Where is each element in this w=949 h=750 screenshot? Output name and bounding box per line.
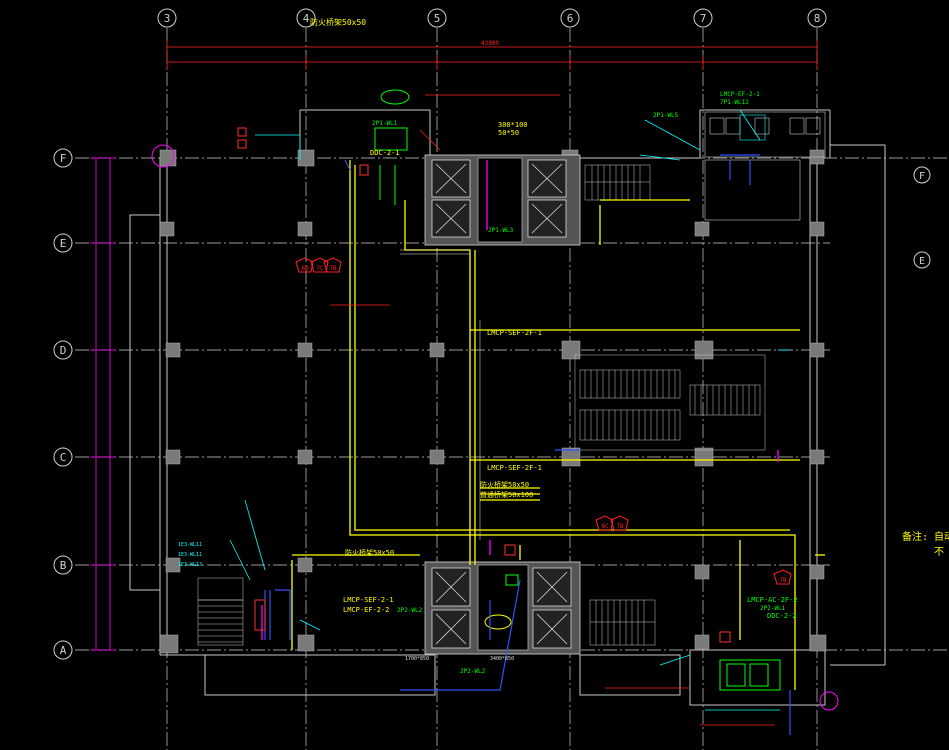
wl13-label: 1E3-WL13: [178, 562, 202, 568]
bubble-label-C: C: [60, 451, 67, 464]
tag-ellipse-south: [484, 614, 512, 630]
tray-main-loop: [349, 160, 796, 690]
tag-ellipse-top: [380, 89, 410, 105]
elevator-core-north: [424, 154, 581, 246]
red-tags: [295, 257, 792, 585]
bubble-B: [53, 555, 73, 575]
ddc-2-2-label: DDC-2-2: [767, 612, 797, 620]
bubble-8: [807, 8, 827, 28]
tag-6c-text: 6C: [601, 523, 609, 530]
green-equipment: [374, 89, 781, 691]
wl1-label: 2P1-WL1: [372, 120, 398, 127]
lmcp-sef-2f-1-top: LMCP-SEF-2F-1: [487, 329, 542, 337]
panel-ddc-2-1: [374, 127, 408, 151]
red-equipment: [237, 127, 731, 643]
bubble-F: [53, 148, 73, 168]
wl11-b-label: 1E3-WL11: [178, 552, 202, 558]
bubble-label-3: 3: [164, 12, 171, 25]
bubble-label-A: A: [60, 644, 67, 657]
dimension-total: 42000: [481, 40, 499, 47]
dimension-lines-top: [166, 40, 818, 70]
duct-300-label: 300*100: [498, 121, 528, 129]
wl3-label: 2P1-WL3: [488, 227, 514, 234]
yellow-cable-trays: [291, 160, 825, 690]
tag-6b-text: 6B: [301, 265, 309, 272]
bubble-right-E: [913, 251, 931, 269]
duct-50-label: 50*50: [498, 129, 519, 137]
top-tray-label: 防火桥架50x50: [310, 17, 366, 27]
ddc-2-1-label: DDC-2-1: [370, 149, 400, 157]
bubble-label-right-E: E: [919, 256, 925, 267]
bubble-label-4: 4: [303, 12, 310, 25]
bubble-label-F: F: [60, 152, 67, 165]
bubble-4: [296, 8, 316, 28]
lmcp-ac-2f-label: LMCP-AC-2F-2: [747, 596, 798, 604]
wl2-b-label: 2P2-WL2: [460, 668, 486, 675]
bubble-C: [53, 447, 73, 467]
bubble-E: [53, 233, 73, 253]
wl2-label: 2P2-WL2: [397, 607, 423, 614]
toilets-north-east: [704, 111, 826, 221]
dim-3400-label: 3400*850: [490, 656, 514, 662]
column-bubbles: [53, 8, 931, 660]
panel-ddc-2-2: [719, 659, 781, 691]
stair-south-mid: [589, 599, 656, 646]
bubble-7: [693, 8, 713, 28]
bubble-label-8: 8: [814, 12, 821, 25]
tag-7b-east-text: 7B: [779, 577, 787, 584]
bubble-label-6: 6: [567, 12, 574, 25]
south-east-room: [689, 649, 826, 706]
tray-50x50-b-label: 防火桥架50x50: [345, 548, 394, 557]
note-label: 备注: 自动: [902, 530, 949, 543]
bubble-A: [53, 640, 73, 660]
escalators: [574, 354, 766, 451]
tray-50x100-label: 普通桥架50x100: [480, 490, 533, 499]
note-label-2: 不: [934, 547, 944, 558]
lmcp-sef-2f-1-mid: LMCP-SEF-2F-1: [487, 464, 542, 472]
bubble-label-B: B: [60, 559, 67, 572]
cyan-wiring: [229, 109, 790, 711]
white-tray-lines: [400, 249, 481, 540]
bubble-label-7: 7: [700, 12, 707, 25]
magenta-circles: [151, 144, 839, 711]
bubble-label-E: E: [60, 237, 67, 250]
tag-7b-east: [773, 569, 792, 585]
magenta-lines: [261, 160, 779, 640]
bubble-5: [427, 8, 447, 28]
bubble-right-F: [913, 166, 931, 184]
wl5-label: 2P1-WL5: [653, 112, 679, 119]
tag-7b-text: 7B: [329, 265, 337, 272]
wl1-b-label: 2P2-WL1: [760, 605, 786, 612]
structural-columns: [159, 149, 827, 654]
bubble-6: [560, 8, 580, 28]
bubble-label-right-F: F: [919, 171, 925, 182]
bubble-label-5: 5: [434, 12, 441, 25]
tag-7b-mid: [610, 515, 629, 531]
bubble-3: [157, 8, 177, 28]
lmcp-ef-2-2-label: LMCP-EF-2-2: [343, 606, 389, 614]
south-west-balcony: [204, 654, 436, 696]
bubble-D: [53, 340, 73, 360]
dim-1700-label: 1700*850: [405, 656, 429, 662]
lmcp-sef-2-1-label: LMCP-SEF-2-1: [343, 596, 394, 604]
red-leader-lines: [330, 94, 775, 726]
elevator-core-south: [424, 561, 581, 655]
dimension-lines-left: [90, 157, 116, 651]
tag-7c-text: 7C: [316, 265, 324, 272]
wl11-label: 1E3-WL11: [178, 542, 202, 548]
bubble-label-D: D: [60, 344, 67, 357]
lmcp-ef-2-1-label: LMCP-EF-2-1: [720, 91, 760, 98]
tag-7b-mid-text: 7B: [616, 523, 624, 530]
south-mid-balcony: [579, 654, 681, 696]
blue-wiring: [264, 154, 791, 735]
stair-south-west: [197, 577, 244, 646]
wl12-label: 7P1-WL12: [720, 99, 749, 106]
tag-7b: [323, 257, 342, 273]
tray-50x50-label: 防火桥架50x50: [480, 480, 529, 489]
tag-7c: [310, 257, 329, 273]
